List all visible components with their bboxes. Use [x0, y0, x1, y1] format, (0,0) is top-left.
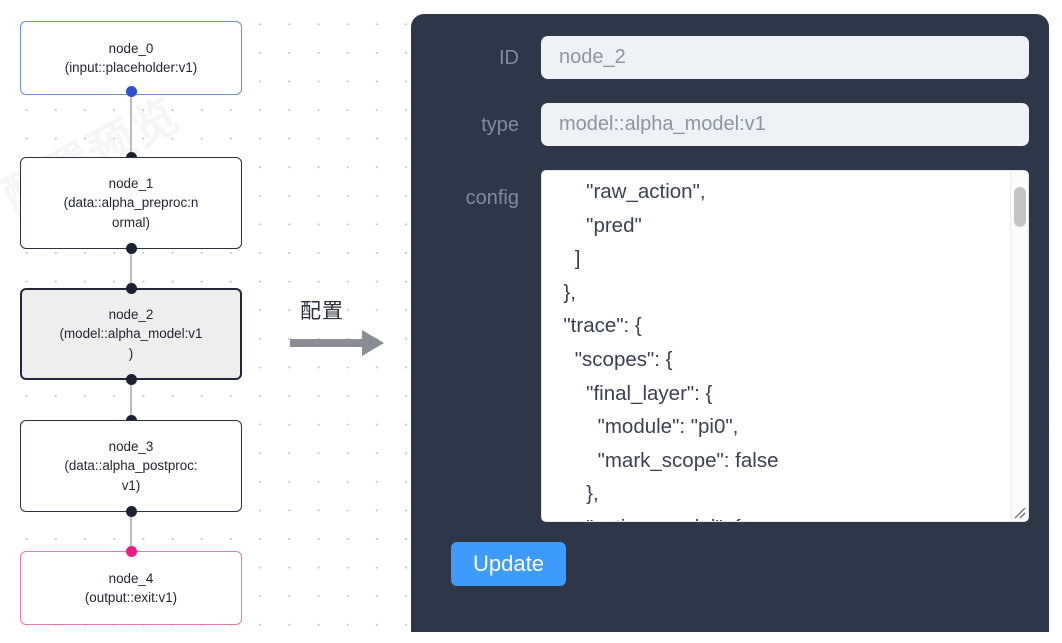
edge-node1-node2	[130, 246, 133, 292]
config-scrollbar[interactable]	[1010, 171, 1028, 521]
node-type-label: (model::alpha_model:v1	[59, 326, 203, 342]
node-handle-input-node_4[interactable]	[125, 545, 137, 557]
type-field-row: type model::alpha_model:v1	[431, 103, 1029, 146]
node-handle-output-node_1[interactable]	[125, 243, 137, 254]
graph-node-node_1[interactable]: node_1 (data::alpha_preproc:n ormal)	[20, 157, 242, 249]
node-id-label: node_0	[108, 40, 154, 56]
graph-node-node_0[interactable]: node_0 (input::placeholder:v1)	[20, 21, 242, 95]
node-id-label: node_3	[108, 438, 154, 454]
node-handle-input-node_2[interactable]	[125, 282, 137, 294]
node-id-label: node_4	[108, 570, 154, 586]
graph-node-node_2[interactable]: node_2 (model::alpha_model:v1 )	[20, 288, 242, 380]
id-field-row: ID node_2	[431, 36, 1029, 79]
config-field-row: config "raw_action", "pred" ] }, "trace"…	[431, 170, 1029, 522]
node-handle-output-node_0[interactable]	[125, 86, 137, 97]
type-field-label: type	[481, 113, 519, 136]
graph-node-node_3[interactable]: node_3 (data::alpha_postproc: v1)	[20, 420, 242, 512]
node-handle-output-node_3[interactable]	[125, 506, 137, 517]
graph-node-node_4[interactable]: node_4 (output::exit:v1)	[20, 551, 242, 625]
node-type-label-line2: v1)	[121, 477, 141, 493]
node-inspector-panel: ID node_2 type model::alpha_model:v1 con…	[411, 14, 1049, 632]
right-arrow-icon	[290, 330, 384, 356]
config-textarea[interactable]: "raw_action", "pred" ] }, "trace": { "sc…	[563, 180, 779, 521]
node-id-label: node_1	[108, 175, 154, 191]
id-input[interactable]: node_2	[541, 36, 1029, 79]
id-field-label: ID	[499, 46, 519, 69]
edge-node0-node1	[130, 92, 133, 160]
node-type-label: (data::alpha_preproc:n	[63, 195, 199, 211]
node-id-label: node_2	[108, 306, 154, 322]
config-scrollbar-thumb[interactable]	[1014, 187, 1026, 227]
node-type-label: (input::placeholder:v1)	[64, 60, 198, 75]
type-input[interactable]: model::alpha_model:v1	[541, 103, 1029, 146]
update-button[interactable]: Update	[451, 542, 566, 586]
node-type-label: (output::exit:v1)	[84, 590, 178, 605]
node-type-label: (data::alpha_postproc:	[64, 458, 198, 474]
node-handle-output-node_2[interactable]	[125, 374, 137, 385]
node-type-label-line2: )	[128, 345, 134, 361]
config-field-label: config	[465, 187, 519, 209]
resize-grip-icon[interactable]	[1011, 504, 1027, 520]
config-arrow-label: 配置	[300, 299, 344, 323]
edge-node2-node3	[130, 377, 133, 423]
node-type-label-line2: ormal)	[112, 214, 150, 230]
edge-node3-node4	[130, 509, 133, 554]
config-textarea-wrapper[interactable]: "raw_action", "pred" ] }, "trace": { "sc…	[541, 170, 1029, 522]
config-annotation: 配置	[288, 295, 398, 365]
